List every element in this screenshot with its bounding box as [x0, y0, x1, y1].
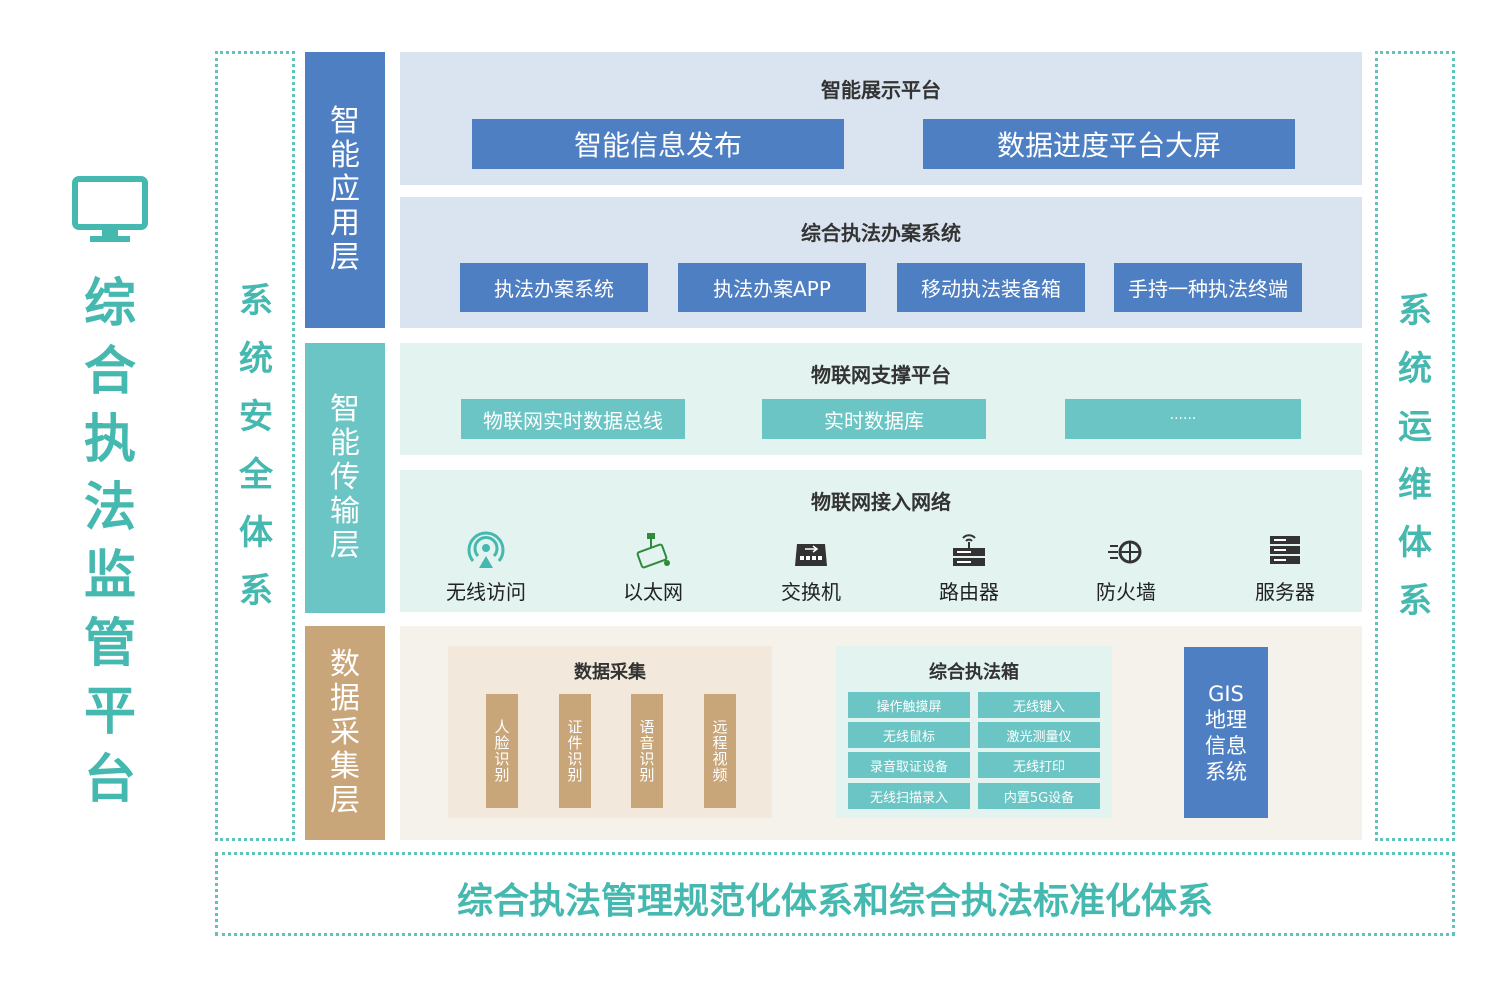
net-label: 交换机 — [781, 580, 841, 604]
case-system-title: 综合执法办案系统 — [801, 221, 961, 245]
id-recognition-bar: 证件识别 — [559, 694, 591, 808]
big-screen-button[interactable]: 数据进度平台大屏 — [923, 119, 1295, 169]
firewall-icon — [1108, 540, 1142, 564]
collection-panel: 数据采集 人脸识别 证件识别 语音识别 远程视频 综合执法箱 操作触摸屏 无线键… — [400, 626, 1362, 840]
wireless-input-cell: 无线键入 — [978, 692, 1100, 718]
data-collect-title: 数据采集 — [574, 662, 646, 683]
case-system-button[interactable]: 执法办案系统 — [460, 263, 648, 312]
net-label: 服务器 — [1255, 580, 1315, 604]
iot-network-panel: 物联网接入网络 无线访问 以太网 交换机 — [400, 470, 1362, 612]
remote-video-bar: 远程视频 — [704, 694, 736, 808]
wireless-print-cell: 无线打印 — [978, 752, 1100, 778]
data-collect-box: 数据采集 人脸识别 证件识别 语音识别 远程视频 — [448, 646, 772, 818]
ethernet-icon — [636, 533, 670, 569]
ops-system-frame — [1375, 51, 1455, 841]
handheld-terminal-button[interactable]: 手持一种执法终端 — [1114, 263, 1302, 312]
enforcement-box-title: 综合执法箱 — [929, 662, 1019, 683]
realtime-db-button[interactable]: 实时数据库 — [762, 399, 986, 439]
transport-layer-label: 智能传输层 — [305, 343, 385, 613]
security-system-label: 系统安全体系 — [239, 281, 273, 611]
server-icon — [1270, 536, 1300, 564]
laser-meter-cell: 激光测量仪 — [978, 722, 1100, 748]
gis-line: 系统 — [1205, 760, 1247, 784]
more-button[interactable]: ······ — [1065, 399, 1301, 439]
wireless-scan-cell: 无线扫描录入 — [848, 783, 970, 809]
iot-data-bus-button[interactable]: 物联网实时数据总线 — [461, 399, 685, 439]
touchscreen-cell: 操作触摸屏 — [848, 692, 970, 718]
case-system-panel: 综合执法办案系统 执法办案系统 执法办案APP 移动执法装备箱 手持一种执法终端 — [400, 197, 1362, 328]
net-item-firewall: 防火墙 — [1066, 530, 1186, 605]
iot-platform-panel: 物联网支撑平台 物联网实时数据总线 实时数据库 ······ — [400, 343, 1362, 455]
bottom-banner-text: 综合执法管理规范化体系和综合执法标准化体系 — [456, 880, 1213, 922]
net-item-router: 路由器 — [909, 530, 1029, 605]
net-label: 路由器 — [939, 580, 999, 604]
net-item-wireless: 无线访问 — [426, 530, 546, 605]
gis-line: GIS — [1208, 682, 1244, 706]
ops-system-label: 系统运维体系 — [1398, 291, 1432, 621]
recording-device-cell: 录音取证设备 — [848, 752, 970, 778]
enforcement-box: 综合执法箱 操作触摸屏 无线键入 无线鼠标 激光测量仪 录音取证设备 无线打印 … — [836, 646, 1112, 818]
application-layer-label: 智能应用层 — [305, 52, 385, 328]
case-app-button[interactable]: 执法办案APP — [678, 263, 866, 312]
display-platform-panel: 智能展示平台 智能信息发布 数据进度平台大屏 — [400, 52, 1362, 185]
bottom-banner — [215, 852, 1455, 936]
builtin-5g-cell: 内置5G设备 — [978, 783, 1100, 809]
gis-line: 信息 — [1205, 734, 1247, 758]
iot-network-title: 物联网接入网络 — [811, 490, 951, 514]
net-item-ethernet: 以太网 — [593, 530, 713, 605]
monitor-icon — [72, 176, 148, 246]
gis-box[interactable]: GIS 地理 信息 系统 — [1184, 647, 1268, 818]
gis-line: 地理 — [1205, 708, 1247, 732]
security-system-frame — [215, 51, 295, 841]
info-publish-button[interactable]: 智能信息发布 — [472, 119, 844, 169]
net-label: 以太网 — [623, 580, 683, 604]
net-label: 防火墙 — [1096, 580, 1156, 604]
router-icon — [953, 534, 985, 566]
platform-title: 综合执法监管平台 — [83, 273, 136, 810]
wireless-mouse-cell: 无线鼠标 — [848, 722, 970, 748]
face-recognition-bar: 人脸识别 — [486, 694, 518, 808]
net-item-server: 服务器 — [1225, 530, 1345, 605]
switch-icon — [795, 544, 827, 566]
mobile-equipment-box-button[interactable]: 移动执法装备箱 — [897, 263, 1085, 312]
voice-recognition-bar: 语音识别 — [631, 694, 663, 808]
net-label: 无线访问 — [446, 580, 526, 604]
collection-layer-label: 数据采集层 — [305, 626, 385, 840]
net-item-switch: 交换机 — [751, 530, 871, 605]
wireless-access-icon — [467, 531, 505, 568]
iot-platform-title: 物联网支撑平台 — [811, 363, 951, 387]
display-platform-title: 智能展示平台 — [821, 78, 941, 102]
